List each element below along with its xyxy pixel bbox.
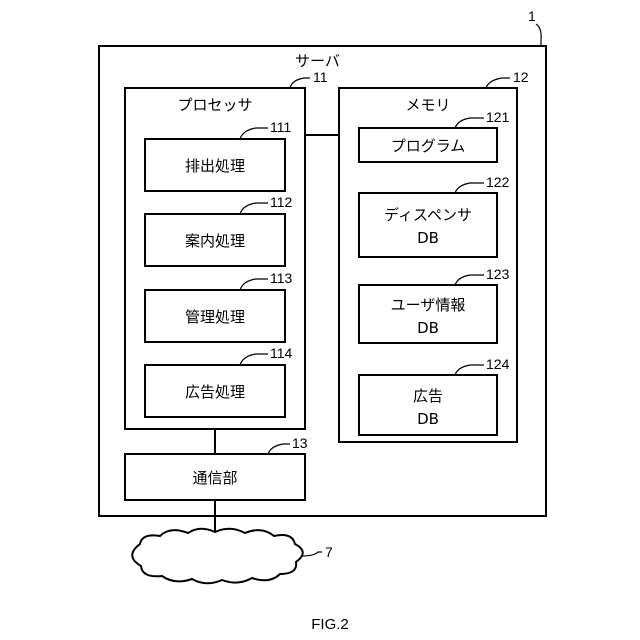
memory-item-box-122 bbox=[359, 193, 497, 257]
memory-item-label-124: 広告 bbox=[413, 387, 443, 405]
process-label-112: 案内処理 bbox=[185, 232, 245, 250]
server-number: 1 bbox=[528, 8, 536, 24]
memory-item-label-123: ユーザ情報 bbox=[391, 296, 466, 314]
communication-number: 13 bbox=[292, 435, 308, 451]
memory-item-db-123: DB bbox=[417, 319, 439, 337]
memory-item-number-123: 123 bbox=[486, 266, 510, 282]
process-label-114: 広告処理 bbox=[185, 383, 245, 401]
network-cloud bbox=[132, 529, 303, 584]
memory-item-db-124: DB bbox=[417, 410, 439, 428]
memory-item-number-122: 122 bbox=[486, 174, 510, 190]
memory-item-db-122: DB bbox=[417, 229, 439, 247]
figure-caption: FIG.2 bbox=[311, 616, 349, 633]
process-label-113: 管理処理 bbox=[185, 308, 245, 326]
process-number-114: 114 bbox=[270, 345, 293, 361]
process-number-111: 111 bbox=[270, 119, 291, 135]
server-label: サーバ bbox=[295, 52, 340, 70]
process-number-113: 113 bbox=[270, 270, 293, 286]
network-number: 7 bbox=[325, 544, 333, 560]
memory-item-number-124: 124 bbox=[486, 356, 510, 372]
memory-item-label-122: ディスペンサ bbox=[384, 206, 472, 224]
memory-label: メモリ bbox=[405, 96, 450, 114]
processor-label: プロセッサ bbox=[177, 96, 252, 114]
memory-number: 12 bbox=[513, 69, 529, 85]
server-leader-line bbox=[536, 24, 541, 46]
process-number-112: 112 bbox=[270, 194, 293, 210]
memory-item-number-121: 121 bbox=[486, 109, 510, 125]
process-label-111: 排出処理 bbox=[185, 157, 245, 175]
memory-item-label-121: プログラム bbox=[391, 137, 466, 155]
processor-number: 11 bbox=[313, 69, 328, 85]
network-leader-line bbox=[302, 552, 322, 556]
communication-label: 通信部 bbox=[192, 469, 237, 487]
